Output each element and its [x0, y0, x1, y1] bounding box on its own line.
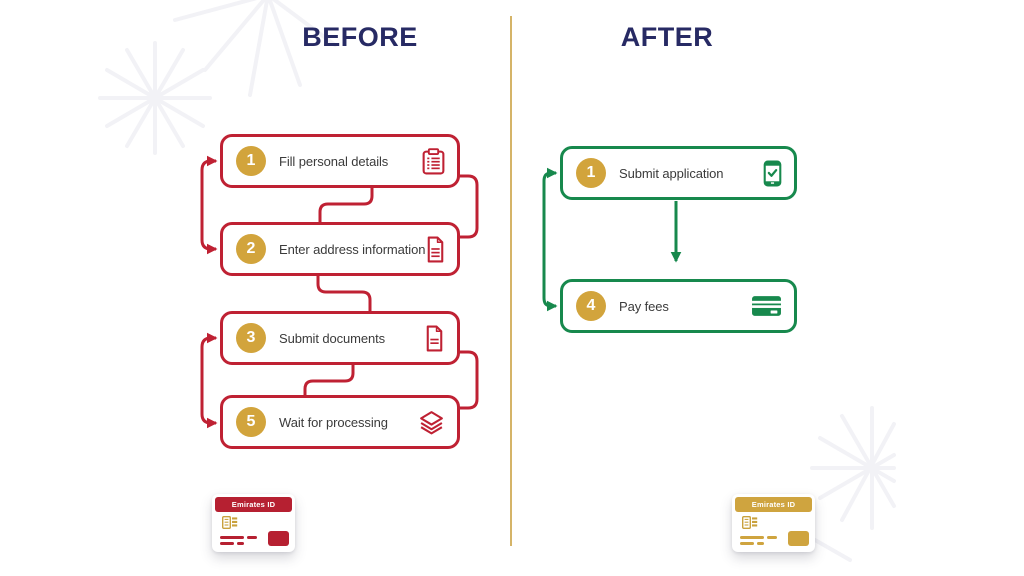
- id-text-line: [237, 541, 244, 545]
- step-number-badge: 1: [576, 158, 606, 188]
- before-title: BEFORE: [302, 22, 418, 52]
- after-title: AFTER: [620, 22, 714, 52]
- after-step-1: 1 Submit application: [560, 146, 797, 200]
- file-text-icon: [424, 325, 445, 352]
- connector-before-right-bracket-3-5: [458, 350, 479, 410]
- credit-card-icon: [751, 295, 782, 317]
- phone-check-icon: [763, 160, 782, 187]
- center-divider: [510, 16, 512, 546]
- connector-after-left-bracket-1-4: [542, 167, 558, 312]
- connector-before-s-3-5: [303, 364, 355, 396]
- step-label: Fill personal details: [279, 153, 389, 169]
- id-text-line: [740, 536, 764, 539]
- after-step-4: 4 Pay fees: [560, 279, 797, 333]
- emirates-id-card-before: Emirates ID: [212, 494, 295, 552]
- step-number-badge: 2: [236, 234, 266, 264]
- id-card-title: Emirates ID: [215, 497, 292, 512]
- step-label: Pay fees: [619, 298, 669, 314]
- pattern-fan-top: [173, 0, 337, 97]
- step-label: Enter address information: [279, 241, 426, 257]
- id-chip-icon: [741, 515, 758, 534]
- id-text-line: [740, 541, 754, 545]
- pattern-starburst-topleft: [98, 41, 212, 155]
- connector-before-right-bracket-1-2: [458, 174, 479, 239]
- emirates-id-card-after: Emirates ID: [732, 494, 815, 552]
- before-step-3: 3 Submit documents: [220, 311, 460, 365]
- step-number-badge: 5: [236, 407, 266, 437]
- id-chip-icon: [221, 515, 238, 534]
- clipboard-icon: [422, 147, 445, 175]
- step-number-badge: 1: [236, 146, 266, 176]
- id-text-line: [767, 536, 777, 539]
- before-step-5: 5 Wait for processing: [220, 395, 460, 449]
- pattern-starburst-bottomright: [810, 406, 896, 562]
- id-photo-placeholder: [268, 531, 289, 546]
- id-text-line: [757, 541, 764, 545]
- before-step-1: 1 Fill personal details: [220, 134, 460, 188]
- id-photo-placeholder: [788, 531, 809, 546]
- step-label: Wait for processing: [279, 414, 388, 430]
- id-text-line: [220, 541, 234, 545]
- id-text-line: [247, 536, 257, 539]
- connector-before-left-bracket-3-5: [200, 332, 218, 429]
- step-number-badge: 3: [236, 323, 266, 353]
- id-text-line: [220, 536, 244, 539]
- document-icon: [425, 236, 446, 263]
- layers-icon: [418, 410, 445, 435]
- step-label: Submit application: [619, 165, 724, 181]
- before-step-2: 2 Enter address information: [220, 222, 460, 276]
- id-card-title: Emirates ID: [735, 497, 812, 512]
- connector-before-s-1-2: [318, 187, 374, 223]
- connector-before-left-bracket-1-2: [200, 155, 218, 255]
- connector-before-s-2-3: [316, 275, 372, 312]
- step-label: Submit documents: [279, 330, 386, 346]
- step-number-badge: 4: [576, 291, 606, 321]
